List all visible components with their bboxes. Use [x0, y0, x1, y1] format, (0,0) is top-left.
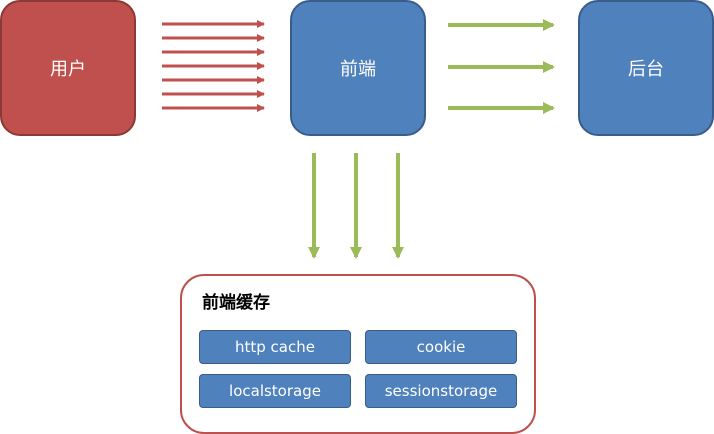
cache-item-label: localstorage: [229, 382, 321, 400]
backend-node: 后台: [578, 0, 714, 136]
cache-item-label: http cache: [235, 338, 315, 356]
cache-item-sessionstorage: sessionstorage: [365, 374, 517, 408]
frontend-cache-title: 前端缓存: [202, 293, 270, 313]
user-node: 用户: [0, 0, 136, 136]
user-to-frontend-arrows: [162, 20, 265, 112]
cache-item-label: cookie: [416, 338, 466, 356]
frontend-node-label: 前端: [340, 59, 376, 80]
cache-item-label: sessionstorage: [384, 382, 498, 400]
frontend-to-cache-arrows: [308, 153, 404, 259]
frontend-node: 前端: [290, 0, 426, 136]
frontend-to-backend-arrows: [448, 19, 555, 114]
arrows-layer: [162, 19, 555, 259]
backend-node-label: 后台: [628, 59, 664, 80]
cache-item-cookie: cookie: [365, 330, 517, 364]
cache-item-localstorage: localstorage: [199, 374, 351, 408]
cache-item-http-cache: http cache: [199, 330, 351, 364]
user-node-label: 用户: [50, 59, 86, 80]
frontend-cache-container: 前端缓存 http cache cookie localstorage sess…: [180, 274, 536, 434]
